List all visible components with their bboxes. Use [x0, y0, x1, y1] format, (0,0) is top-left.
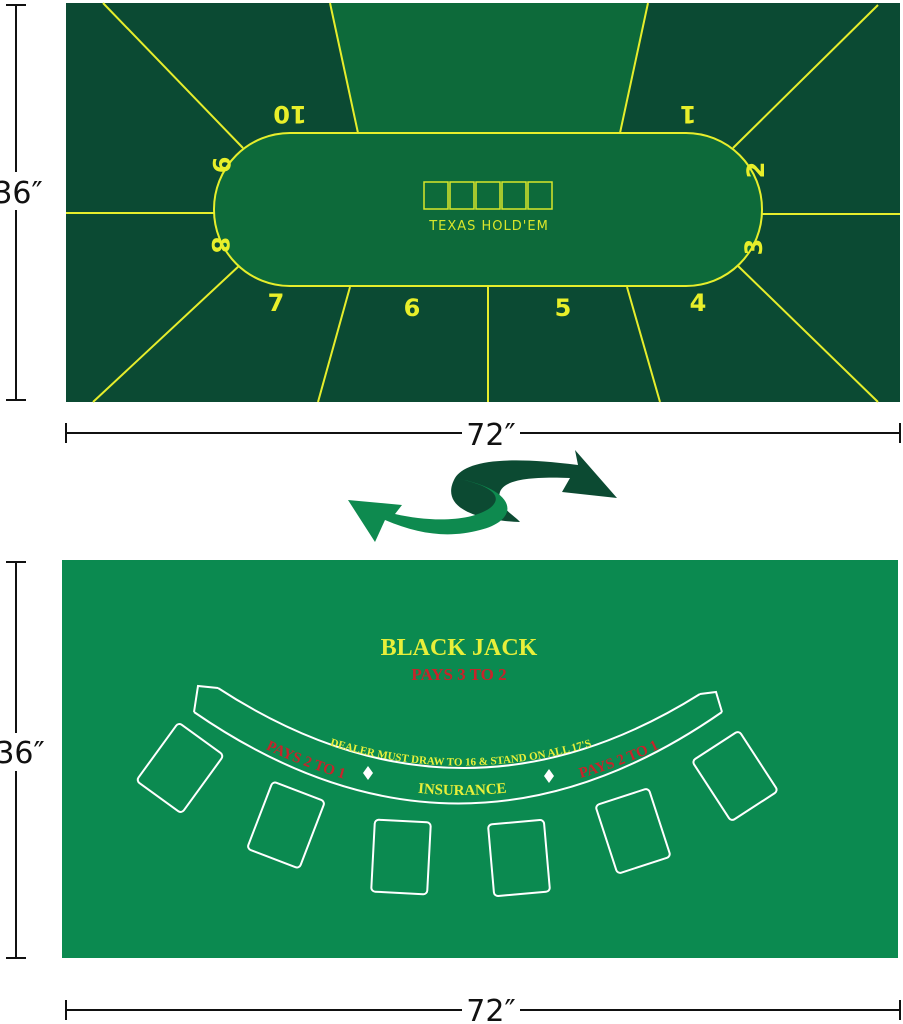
holdem-width-label: 72″ — [466, 418, 515, 453]
blackjack-payout: PAYS 3 TO 2 — [411, 665, 506, 684]
blackjack-height-dimension — [0, 561, 34, 959]
seat-1: 1 — [680, 100, 697, 128]
blackjack-felt — [62, 560, 898, 958]
bet-box-3 — [370, 818, 432, 896]
blackjack-height-label: 36″ — [0, 736, 45, 771]
diamond-icons — [363, 766, 554, 783]
blackjack-width-dimension — [65, 992, 901, 1024]
holdem-height-label: 36″ — [0, 176, 43, 211]
community-card-boxes — [423, 181, 553, 210]
dealer-area — [330, 3, 648, 133]
holdem-height-dimension — [0, 4, 34, 401]
blackjack-title: BLACK JACK — [381, 635, 538, 661]
bet-box-5 — [595, 788, 671, 874]
bet-box-6 — [692, 731, 778, 821]
seat-7: 7 — [268, 289, 285, 317]
holdem-title: TEXAS HOLD'EM — [428, 219, 549, 234]
bet-box-2 — [247, 781, 325, 869]
seat-8: 8 — [206, 237, 234, 254]
seat-lines — [66, 2, 900, 403]
seat-numbers: 1 2 3 4 5 6 7 8 9 10 — [206, 100, 770, 322]
seat-4: 4 — [690, 289, 707, 317]
reversible-arrows-icon — [348, 450, 617, 542]
holdem-width-dimension — [65, 415, 901, 451]
betting-boxes — [136, 723, 778, 897]
seat-3: 3 — [740, 239, 768, 256]
seat-5: 5 — [555, 294, 572, 322]
seat-2: 2 — [742, 162, 770, 179]
bet-box-1 — [136, 723, 224, 813]
blackjack-width-label: 72″ — [466, 994, 515, 1024]
bet-box-4 — [487, 819, 551, 897]
seat-6: 6 — [404, 294, 421, 322]
texas-holdem-layout: TEXAS HOLD'EM 1 2 3 4 5 6 7 8 9 10 — [66, 2, 900, 403]
blackjack-layout: BLACK JACK PAYS 3 TO 2 DEALER MUST DRAW … — [62, 560, 898, 958]
insurance-label: INSURANCE — [417, 781, 507, 799]
seat-9: 9 — [207, 157, 235, 174]
insurance-band — [193, 684, 723, 805]
seat-10: 10 — [273, 100, 306, 128]
